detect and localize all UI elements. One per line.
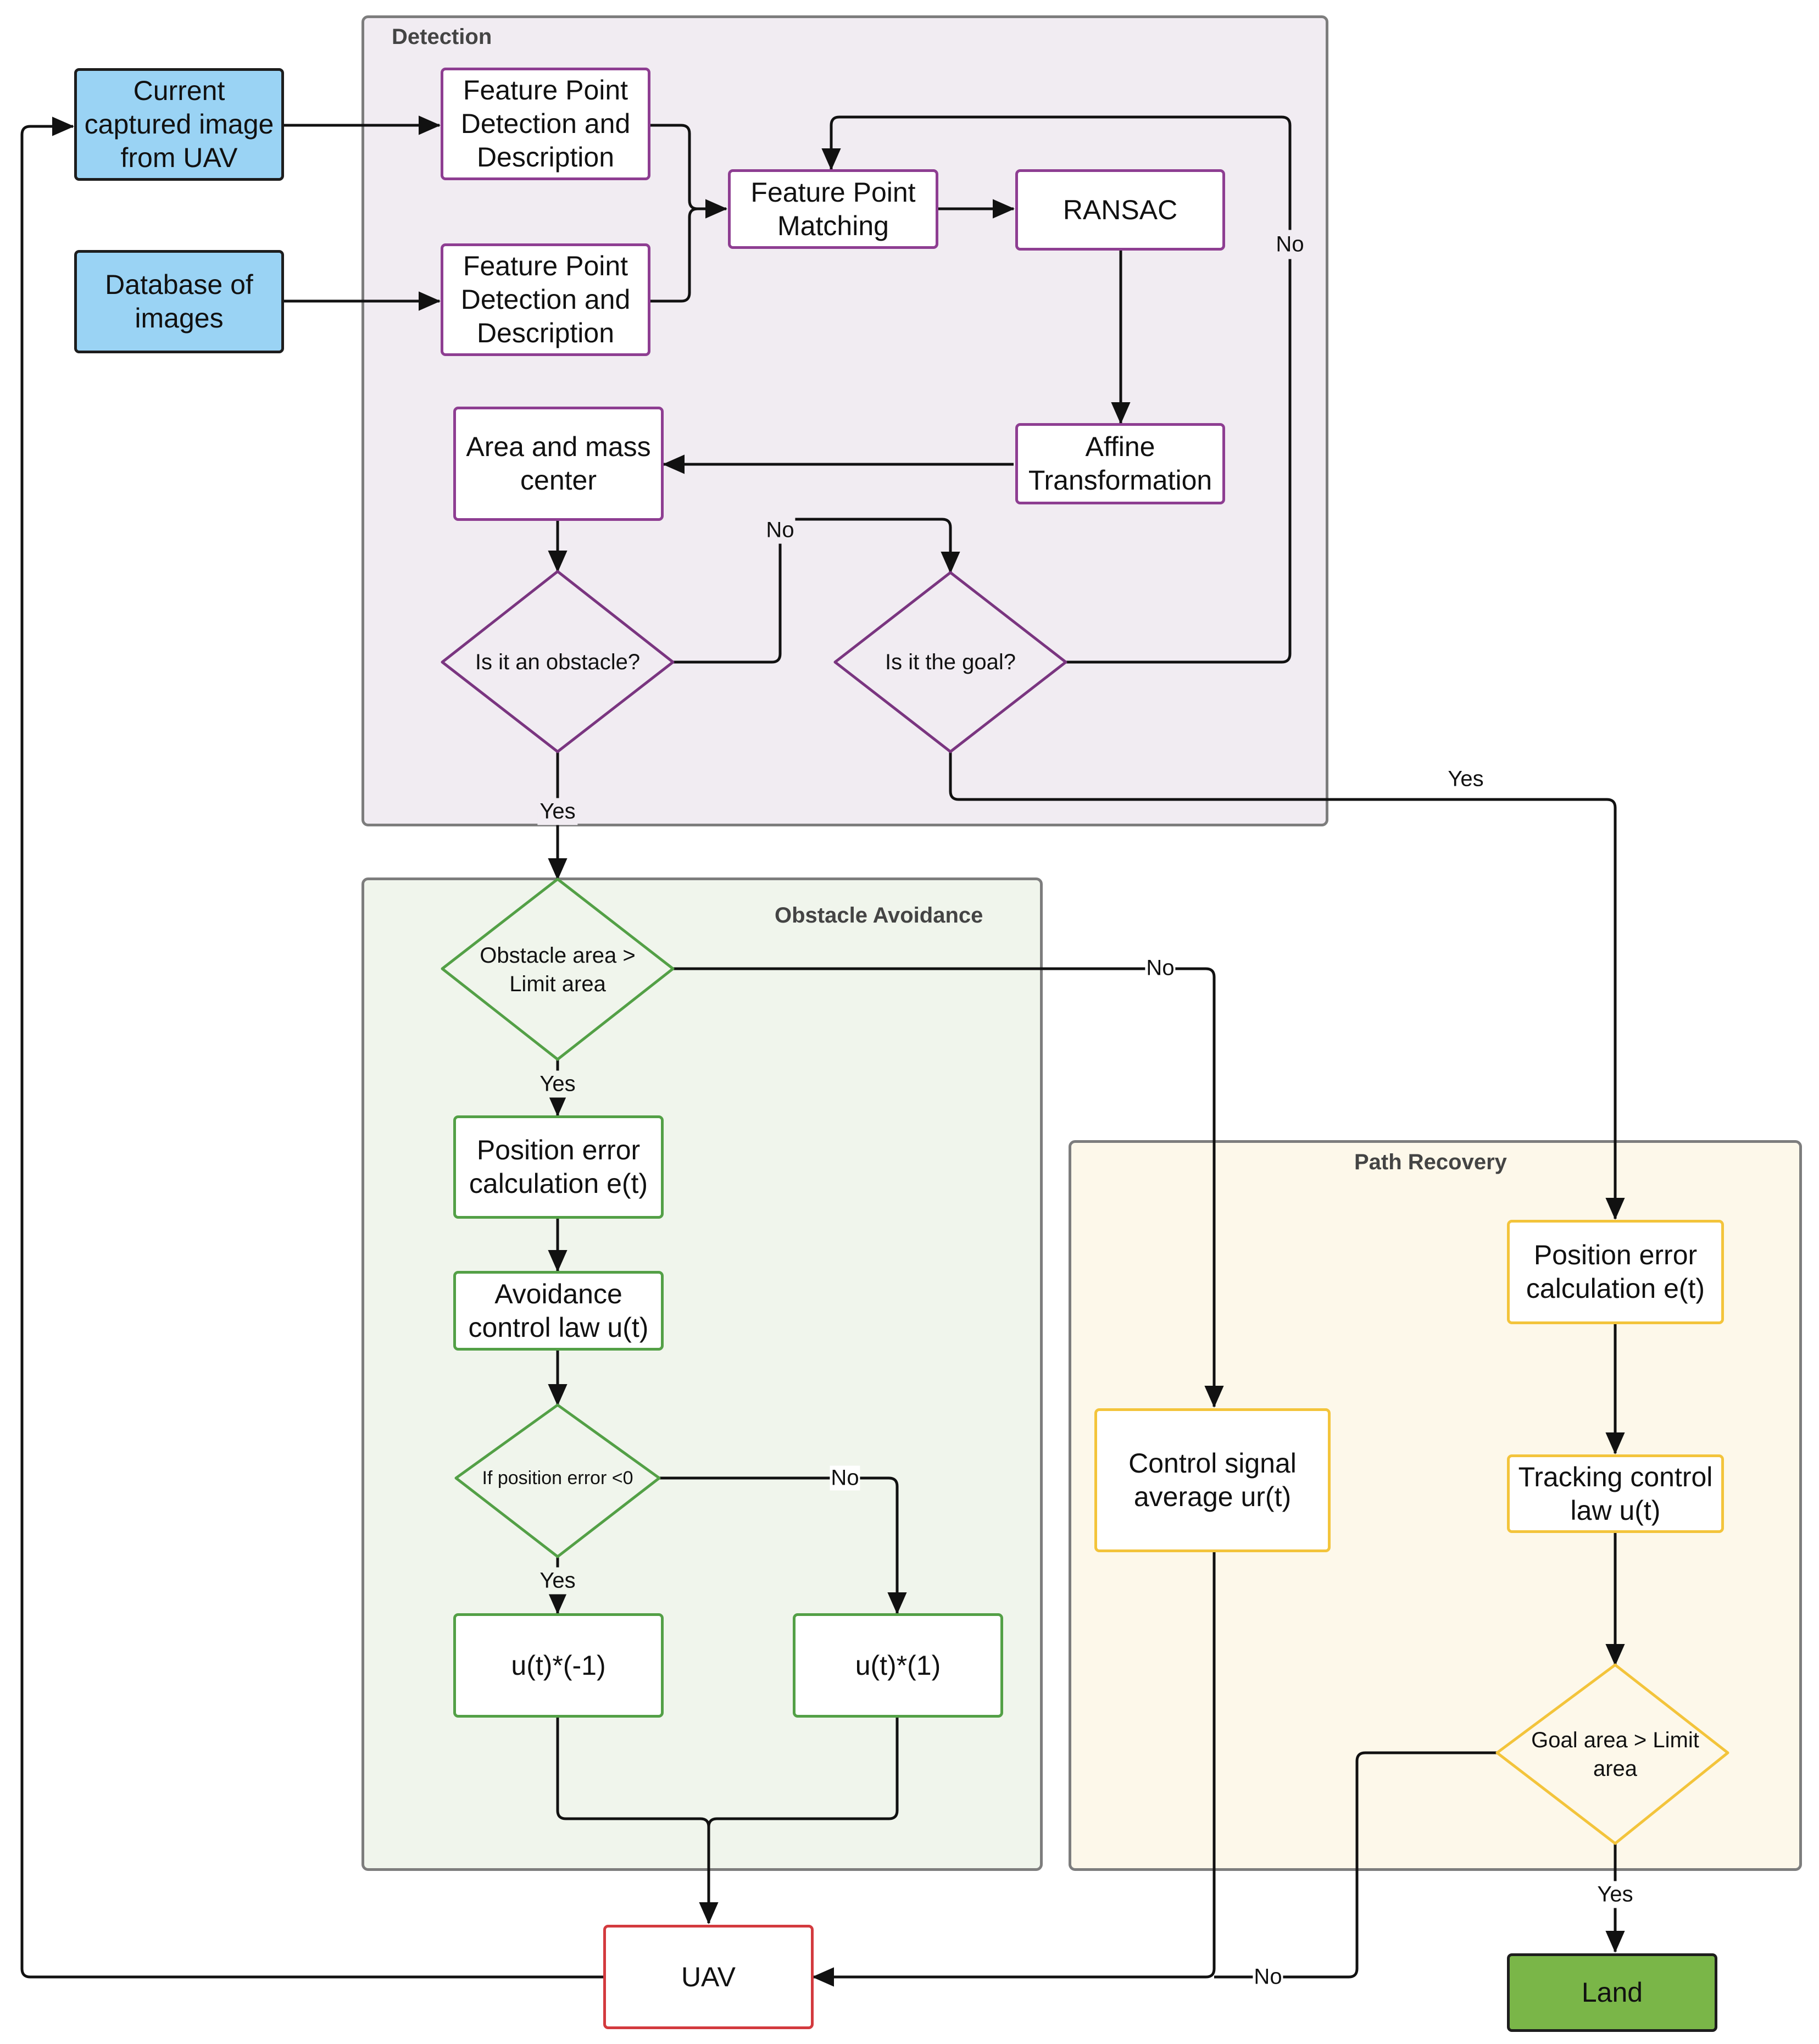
edge-label-obstacle-yes: Yes — [537, 798, 578, 825]
edge-area-no-to-control-avg — [673, 967, 1224, 1408]
edge-label-obstacle-area-no: No — [1145, 956, 1176, 981]
uav-node: UAV — [603, 1925, 814, 2029]
edge-if-no-to-upos — [659, 1476, 907, 1614]
edge-uneg-merge — [556, 1718, 710, 1828]
edge-control-avg-to-uav — [812, 1552, 1216, 1987]
diamond-if-pos-err — [454, 1403, 661, 1558]
edge-label-goal-area-no: No — [1253, 1964, 1283, 1990]
detection-group-title: Detection — [392, 25, 492, 49]
edge-goal-no-to-matching — [821, 115, 1292, 664]
edge-label-goal-area-yes: Yes — [1595, 1881, 1636, 1908]
edge-upos-merge — [699, 1718, 899, 1924]
edge-goal-area-no-to-uav — [1214, 1751, 1497, 1979]
edge-label-obstacle-area-yes: Yes — [537, 1070, 578, 1098]
edge-fpdd-top-merge — [650, 124, 727, 219]
edge-label-goal-no: No — [1275, 230, 1305, 259]
edge-fpdd-bottom-merge — [650, 207, 698, 303]
edge-label-pos-err-no: No — [830, 1465, 860, 1491]
edge-label-goal-yes: Yes — [1448, 766, 1484, 791]
u-neg-node: u(t)*(-1) — [453, 1613, 664, 1718]
land-node: Land — [1507, 1953, 1717, 2032]
if-pos-err-label: If position error <0 — [482, 1468, 633, 1488]
diamond-is-obstacle — [441, 570, 675, 753]
u-pos-node: u(t)*(1) — [793, 1613, 1003, 1718]
edge-uav-to-image — [20, 116, 603, 1979]
diamond-obstacle-area — [441, 877, 675, 1061]
ransac-node: RANSAC — [1015, 169, 1225, 251]
edge-label-obstacle-no: No — [765, 516, 796, 544]
diamond-is-goal — [833, 571, 1067, 753]
obstacle-avoidance-group-title: Obstacle Avoidance — [775, 903, 983, 927]
edge-goal-yes-to-pos-err — [949, 752, 1625, 1220]
path-recovery-group-title: Path Recovery — [1354, 1150, 1507, 1174]
is-goal-label: Is it the goal? — [885, 650, 1016, 674]
diamond-goal-area — [1495, 1663, 1729, 1845]
is-obstacle-label: Is it an obstacle? — [475, 650, 641, 674]
edge-label-pos-err-yes: Yes — [537, 1567, 578, 1595]
obstacle-area-label: Obstacle area >Limit area — [480, 943, 636, 996]
